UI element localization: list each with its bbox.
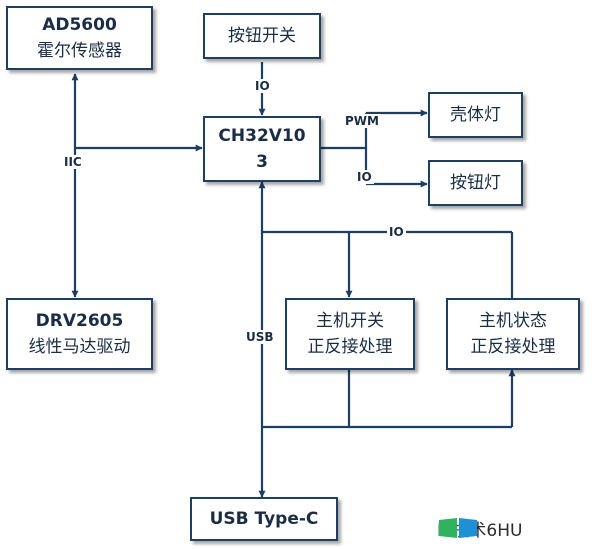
pwm-label: PWM (343, 114, 381, 128)
usb-bus-label: USB (244, 330, 276, 344)
host-switch-line2: 正反接处理 (307, 337, 393, 357)
motor-driver-block: DRV2605 线性马达驱动 (6, 298, 153, 370)
host-switch-line1: 主机开关 (316, 311, 384, 331)
button-light-block: 按钮灯 (428, 160, 523, 206)
io-label-bus: IO (387, 225, 406, 239)
usb-type-c-label: USB Type-C (209, 509, 319, 529)
button-switch-block: 按钮开关 (203, 13, 321, 59)
hall-sensor-block: AD5600 霍尔传感器 (6, 6, 153, 70)
hall-sensor-name: 霍尔传感器 (37, 41, 122, 61)
button-switch-label: 按钮开关 (228, 26, 296, 46)
button-light-label: 按钮灯 (450, 173, 501, 193)
motor-driver-name: 线性马达驱动 (28, 337, 131, 357)
host-status-line2: 正反接处理 (470, 337, 556, 357)
host-switch-block: 主机开关 正反接处理 (285, 298, 415, 370)
shell-light-block: 壳体灯 (428, 92, 523, 138)
host-status-line1: 主机状态 (479, 311, 547, 331)
watermark-logo-icon (439, 518, 477, 538)
motor-driver-model: DRV2605 (35, 311, 124, 331)
shell-light-label: 壳体灯 (450, 105, 501, 125)
mcu-model-line1: CH32V10 (218, 126, 306, 146)
usb-block: USB Type-C (190, 497, 338, 541)
mcu-block: CH32V10 3 (203, 116, 321, 182)
hall-sensor-model: AD5600 (42, 15, 117, 35)
io-label-light: IO (355, 170, 374, 184)
watermark-text: IT技术6HU (437, 521, 523, 541)
mcu-model-line2: 3 (256, 152, 268, 172)
host-status-block: 主机状态 正反接处理 (446, 298, 580, 370)
watermark: IT技术6HU (437, 516, 522, 541)
iic-label: IIC (62, 155, 84, 169)
io-label-button: IO (253, 79, 272, 93)
